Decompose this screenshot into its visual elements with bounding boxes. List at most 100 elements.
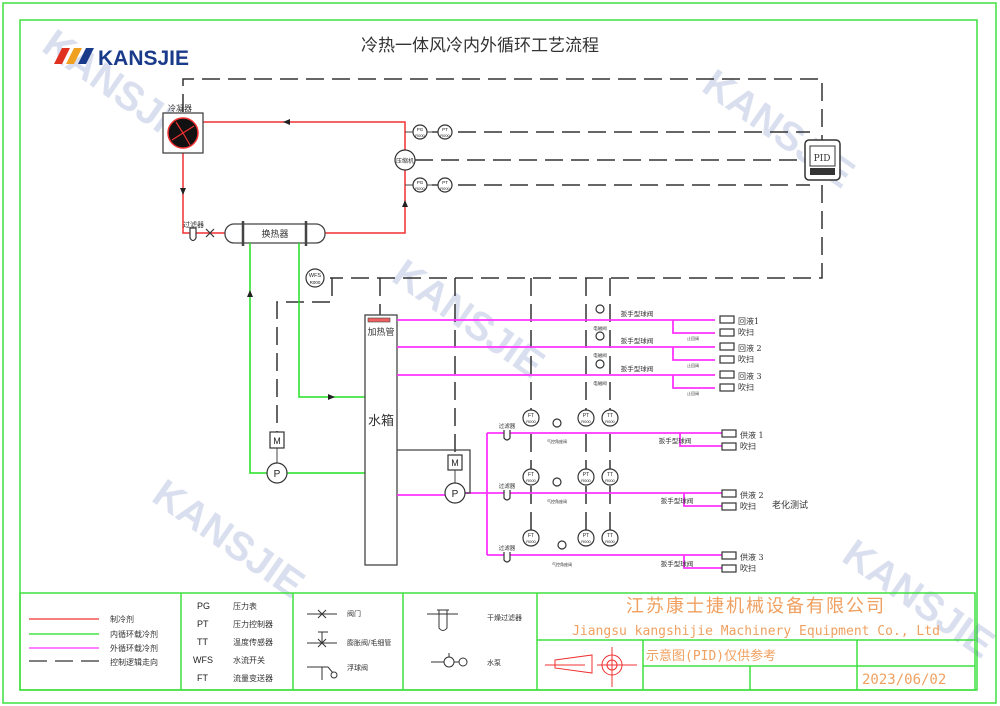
instruments-pt-text: PT — [583, 413, 589, 419]
rect-shape — [809, 145, 836, 167]
rect-shape — [719, 355, 735, 364]
instruments-tag-text: R000 — [440, 133, 450, 138]
circle-shape — [557, 540, 567, 550]
valve-labels-pneumatic-text: 气控角座阀 — [552, 561, 572, 567]
path-shape — [171, 121, 195, 146]
kansjie-logo: KANSJIE — [54, 47, 189, 70]
circle-shape — [330, 671, 338, 679]
dryer-filter-icon — [427, 609, 458, 631]
instruments-tag-text: R000 — [581, 419, 591, 424]
legend-abbreviations-2-code-text: TT — [197, 637, 208, 647]
rect-shape — [810, 168, 835, 175]
valve-labels-filter-text: 过滤器 — [499, 482, 516, 490]
valve-labels-filter-text: 过滤器 — [499, 544, 516, 552]
heat-exchanger: 换热器 — [224, 221, 326, 246]
legend-abbreviations-1-code-text: PT — [197, 619, 209, 629]
pid-controller[interactable]: PID — [804, 139, 841, 181]
expansion-valve-icon — [307, 631, 337, 648]
instruments-tag-text: R000 — [605, 478, 615, 483]
path-shape — [679, 433, 722, 569]
circle-shape — [443, 656, 455, 668]
circle-shape — [522, 409, 540, 427]
valve-labels-check-text: 止回阀 — [687, 335, 699, 341]
rect-shape — [447, 454, 463, 471]
circle-shape — [601, 529, 619, 547]
instruments-pt-text: PT — [442, 127, 448, 132]
circle-shape — [601, 468, 619, 486]
valve-labels-ball-valve-text: 扳手型球阀 — [621, 336, 654, 345]
path-shape — [672, 320, 715, 389]
polygon-shape — [283, 119, 290, 125]
equipment-tank-text: 水箱 — [368, 413, 394, 429]
return-line-2: 电磁阀 扳手型球阀 回液 2吹扫 止回阀 — [593, 331, 762, 368]
circle-shape — [444, 482, 466, 504]
instruments-tag-text: R000 — [310, 280, 321, 285]
circle-shape — [522, 468, 540, 486]
supply-lines-1-purge-text: 吹扫 — [740, 501, 756, 511]
valve-labels-ball-valve-text: 扳手型球阀 — [661, 496, 694, 505]
legend-abbreviations-4-code-text: FT — [197, 673, 208, 683]
rect-shape — [719, 315, 735, 324]
circle-shape — [305, 268, 325, 288]
rect-shape — [719, 370, 735, 379]
path-shape — [182, 78, 823, 140]
diagram-title: 冷热一体风冷内外循环工艺流程 — [361, 36, 599, 56]
circle-shape — [458, 657, 468, 667]
circle-shape — [601, 409, 619, 427]
return-lines-1-label-text: 回液 2 — [738, 343, 762, 353]
instruments-tag-text: R000 — [605, 539, 615, 544]
rect-shape — [364, 314, 398, 566]
legend-abbreviations-4-meaning-text: 流量变送器 — [233, 673, 273, 683]
instruments-pt-text: PT — [583, 533, 589, 539]
path-shape — [298, 243, 365, 398]
valve-labels-ball-valve-text: 扳手型球阀 — [661, 559, 694, 568]
path-shape — [397, 319, 715, 376]
legend-symbols-3-label-text: 干燥过滤器 — [487, 613, 522, 622]
legend-symbols-2-label-text: 浮球阀 — [347, 663, 368, 672]
circle-shape — [595, 331, 605, 341]
title-block-company-cn-text: 江苏康士捷机械设备有限公司 — [626, 596, 886, 617]
return-lines-2-label-text: 回液 3 — [738, 371, 762, 381]
path-shape — [330, 185, 823, 279]
polygon-shape — [402, 200, 408, 207]
valve-labels-ball-valve-text: 扳手型球阀 — [621, 364, 654, 373]
valve-labels-pneumatic-text: 气控角座阀 — [547, 438, 567, 444]
legend-abbreviations-0-meaning-text: 压力表 — [233, 601, 257, 611]
circle-shape — [552, 477, 562, 487]
text-shape: KANSJIE — [145, 471, 312, 606]
valve-labels-check-text: 止回阀 — [687, 390, 699, 396]
legend-symbols-0-label-text: 阀门 — [347, 609, 361, 618]
rect-shape — [367, 317, 391, 323]
equipment-compressor-text: 压缩机 — [396, 157, 414, 165]
instruments-tt-text: TT — [607, 533, 613, 539]
return-lines-1-purge-text: 吹扫 — [738, 354, 754, 364]
polygon-shape — [180, 188, 186, 195]
rect-shape — [721, 489, 737, 498]
instruments-pg-text: PG — [417, 127, 424, 132]
instruments-ft-text: FT — [528, 533, 534, 539]
legend-lines-3-label-text: 控制逻辑走向 — [110, 657, 158, 667]
instruments-pg-text: PG — [417, 180, 424, 185]
instruments-tag-text: R000 — [581, 478, 591, 483]
circle-shape — [577, 409, 595, 427]
legend-abbreviations-0-code-text: PG — [197, 601, 210, 611]
filter-label: 过滤器 — [183, 220, 204, 229]
instruments-ft-text: FT — [528, 413, 534, 419]
path-shape — [397, 432, 722, 556]
condenser: 冷凝器 — [162, 103, 204, 154]
valve-labels-ball-valve-text: 扳手型球阀 — [659, 436, 692, 445]
title-block-note-text: 示意图(PID)仅供参考 — [646, 648, 776, 664]
legend-abbreviations-3-meaning-text: 水流开关 — [233, 655, 265, 665]
filter-icon — [189, 227, 197, 242]
inner-pump: M P — [266, 431, 288, 484]
circle-shape — [595, 304, 605, 314]
path-shape — [276, 278, 333, 432]
instruments-wfs-text: WFS — [309, 273, 322, 279]
valve-labels-solenoid-text: 电磁阀 — [593, 380, 607, 387]
equipment-heat-exchanger-text: 换热器 — [261, 228, 288, 240]
